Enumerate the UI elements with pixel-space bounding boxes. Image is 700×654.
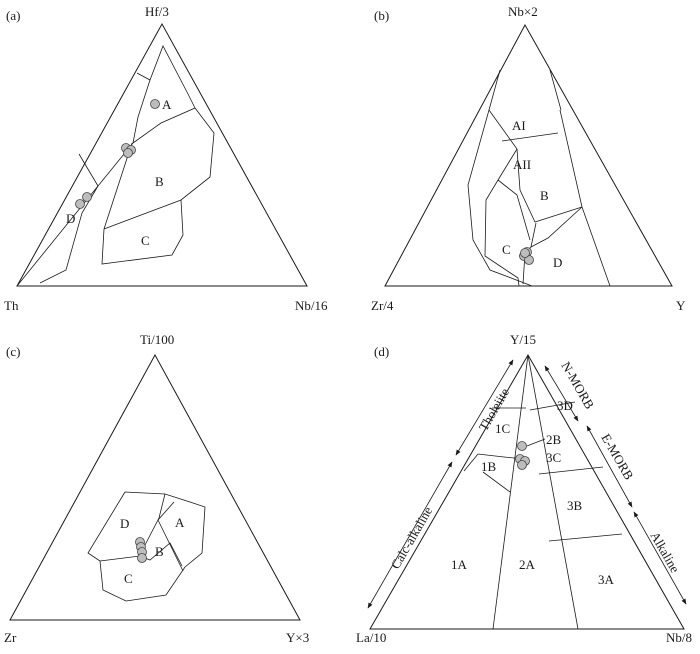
sample-point bbox=[150, 99, 160, 109]
panel-c: (c) Ti/100 Zr Y×3 D A B C bbox=[4, 332, 309, 645]
panel-b-field-boundaries bbox=[467, 69, 611, 287]
panel-c-field-labels: D A B C bbox=[120, 515, 185, 586]
panel-b-triangle bbox=[384, 23, 673, 287]
panel-b: (b) Nb×2 Zr/4 Y AI AII B C D bbox=[371, 4, 686, 313]
panel-d-field-3c: 3C bbox=[546, 450, 561, 465]
panel-c-field-a: A bbox=[175, 515, 185, 530]
panel-d-field-1a: 1A bbox=[451, 557, 468, 572]
panel-d: (d) Y/15 La/10 Nb/8 1C 1B 1A 2B 2A 3D 3C… bbox=[356, 332, 692, 645]
panel-a-field-d: D bbox=[66, 211, 75, 226]
panel-a-field-c: C bbox=[141, 233, 150, 248]
panel-d-field-2a: 2A bbox=[519, 557, 536, 572]
panel-c-apex-top: Ti/100 bbox=[140, 332, 174, 347]
sample-point bbox=[520, 248, 530, 258]
panel-d-field-3a: 3A bbox=[598, 572, 615, 587]
panel-d-field-2b: 2B bbox=[546, 432, 562, 447]
panel-d-field-3d: 3D bbox=[557, 398, 573, 413]
panel-a-field-labels: A B C D bbox=[66, 97, 172, 248]
panel-c-apex-left: Zr bbox=[4, 630, 17, 645]
panel-d-apex-top: Y/15 bbox=[510, 332, 536, 347]
panel-b-field-aii: AII bbox=[513, 157, 531, 172]
panel-a-field-boundaries bbox=[16, 45, 215, 287]
panel-a-tag: (a) bbox=[6, 8, 20, 23]
sample-point bbox=[123, 148, 133, 158]
panel-b-field-c: C bbox=[502, 242, 511, 257]
panel-c-field-b: B bbox=[155, 544, 164, 559]
panel-b-samples bbox=[519, 247, 534, 265]
panel-a-apex-left: Th bbox=[4, 298, 19, 313]
panel-d-field-1b: 1B bbox=[481, 459, 497, 474]
panel-c-field-boundaries bbox=[87, 491, 206, 602]
panel-b-field-ai: AI bbox=[512, 118, 526, 133]
panel-a: (a) Hf/3 Th Nb/16 A B C D bbox=[4, 4, 328, 313]
sample-point bbox=[137, 553, 147, 563]
panel-d-triangle bbox=[369, 353, 685, 630]
calc-alkaline-label: Calc-alkaline bbox=[388, 504, 436, 572]
panel-d-apex-right: Nb/8 bbox=[666, 630, 692, 645]
panel-c-triangle bbox=[9, 353, 301, 621]
n-morb-arrow bbox=[544, 365, 579, 422]
panel-d-2b-leader bbox=[526, 438, 546, 447]
sample-point bbox=[82, 192, 92, 202]
tholeiite-arrow bbox=[455, 359, 514, 456]
alkaline-label: Alkaline bbox=[647, 529, 682, 575]
panel-d-apex-left: La/10 bbox=[356, 630, 386, 645]
panel-c-field-d: D bbox=[120, 516, 129, 531]
panel-b-tag: (b) bbox=[374, 8, 389, 23]
panel-b-field-labels: AI AII B C D bbox=[502, 118, 562, 270]
panel-c-tag: (c) bbox=[6, 344, 20, 359]
panel-d-samples bbox=[515, 441, 530, 470]
calc-alkaline-arrow bbox=[367, 461, 453, 609]
sample-point bbox=[517, 460, 527, 470]
panel-b-apex-right: Y bbox=[676, 298, 686, 313]
alkaline-arrow bbox=[633, 511, 687, 605]
panel-d-field-1c: 1C bbox=[495, 421, 510, 436]
panel-a-triangle bbox=[16, 22, 308, 287]
panel-b-field-b: B bbox=[540, 188, 549, 203]
panel-a-field-b: B bbox=[155, 174, 164, 189]
panel-c-samples bbox=[135, 537, 147, 563]
e-morb-arrow bbox=[586, 425, 633, 508]
panel-c-field-c: C bbox=[124, 571, 133, 586]
panel-d-tag: (d) bbox=[374, 344, 389, 359]
panel-b-apex-left: Zr/4 bbox=[371, 298, 394, 313]
panel-d-field-3b: 3B bbox=[567, 498, 583, 513]
panel-a-apex-top: Hf/3 bbox=[145, 4, 169, 19]
panel-b-apex-top: Nb×2 bbox=[508, 4, 538, 19]
panel-d-field-boundaries bbox=[463, 354, 623, 630]
panel-c-apex-right: Y×3 bbox=[286, 630, 309, 645]
sample-point bbox=[517, 441, 527, 451]
sample-point bbox=[75, 199, 85, 209]
panel-a-field-a: A bbox=[162, 97, 172, 112]
panel-b-field-d: D bbox=[553, 255, 562, 270]
panel-a-apex-right: Nb/16 bbox=[295, 298, 328, 313]
panel-a-samples bbox=[75, 99, 160, 209]
